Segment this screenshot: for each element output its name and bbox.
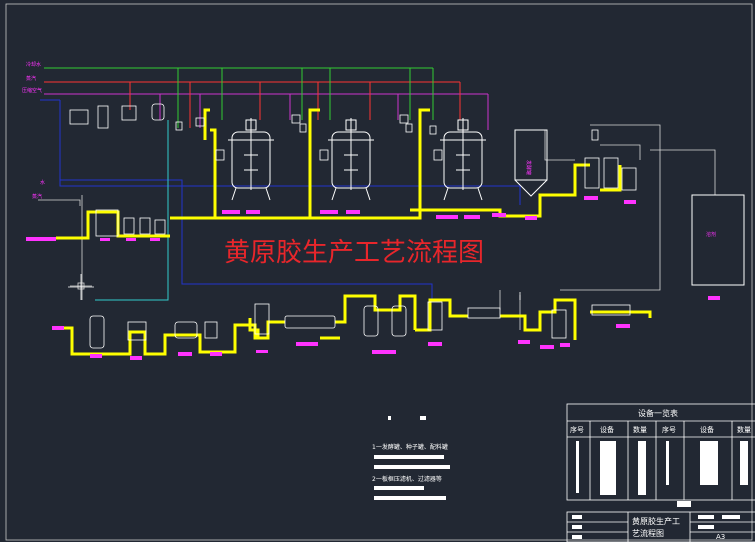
fermenter-tank-1 [228,118,274,201]
cyan-process-line [95,120,169,301]
title-block-marks [572,515,740,539]
storage-tank [514,129,548,197]
equipment-table-title: 设备一览表 [638,408,678,418]
water-label: 水 [40,179,45,186]
drawing-name-line-1: 黄原胶生产工 [632,516,680,526]
line-label-steam: 蒸汽 [26,75,36,82]
table-header-equipment-2: 设备 [700,425,714,434]
table-header-qty-1: 数量 [633,425,647,434]
table-header-seq-1: 序号 [570,425,584,434]
legend-item-2: 2一板框压滤机、过滤器等 [372,475,442,483]
steam-label: 蒸汽 [32,193,42,200]
utility-lines [44,67,489,130]
fermenter-tank-3 [440,118,486,201]
legend-block: 1一发酵罐、种子罐、配料罐 2一板框压滤机、过滤器等 [372,416,450,500]
line-label-air: 压缩空气 [22,87,42,94]
title-block [566,511,755,542]
drawing-border [5,3,753,541]
prep-equipment [69,103,166,237]
solvent-label: 溶剂 [706,231,716,238]
separator-units [584,129,637,191]
solvent-tank [691,194,745,286]
sheet-size: A3 [716,533,725,541]
valve-marks [175,114,443,161]
return-lines [40,99,521,300]
equipment-tags [26,196,720,360]
downstream-equipment [89,292,631,349]
main-flow-line [56,108,652,356]
line-label-cooling-water: 冷却水 [26,61,41,68]
secondary-lines [70,124,716,330]
table-header-seq-2: 序号 [662,425,676,434]
drawing-name-line-2: 艺流程图 [632,528,664,538]
table-header-qty-2: 数量 [737,425,751,434]
table-header-equipment-1: 设备 [600,425,614,434]
legend-item-1: 1一发酵罐、种子罐、配料罐 [372,443,448,451]
tank-label: 发酵罐 [525,160,532,175]
fermenter-tank-2 [328,118,374,201]
crosshair-cursor [68,274,94,300]
table-row-marks [576,441,748,495]
diagram-title: 黄原胶生产工艺流程图 [224,238,484,268]
equipment-list-table [566,403,755,501]
